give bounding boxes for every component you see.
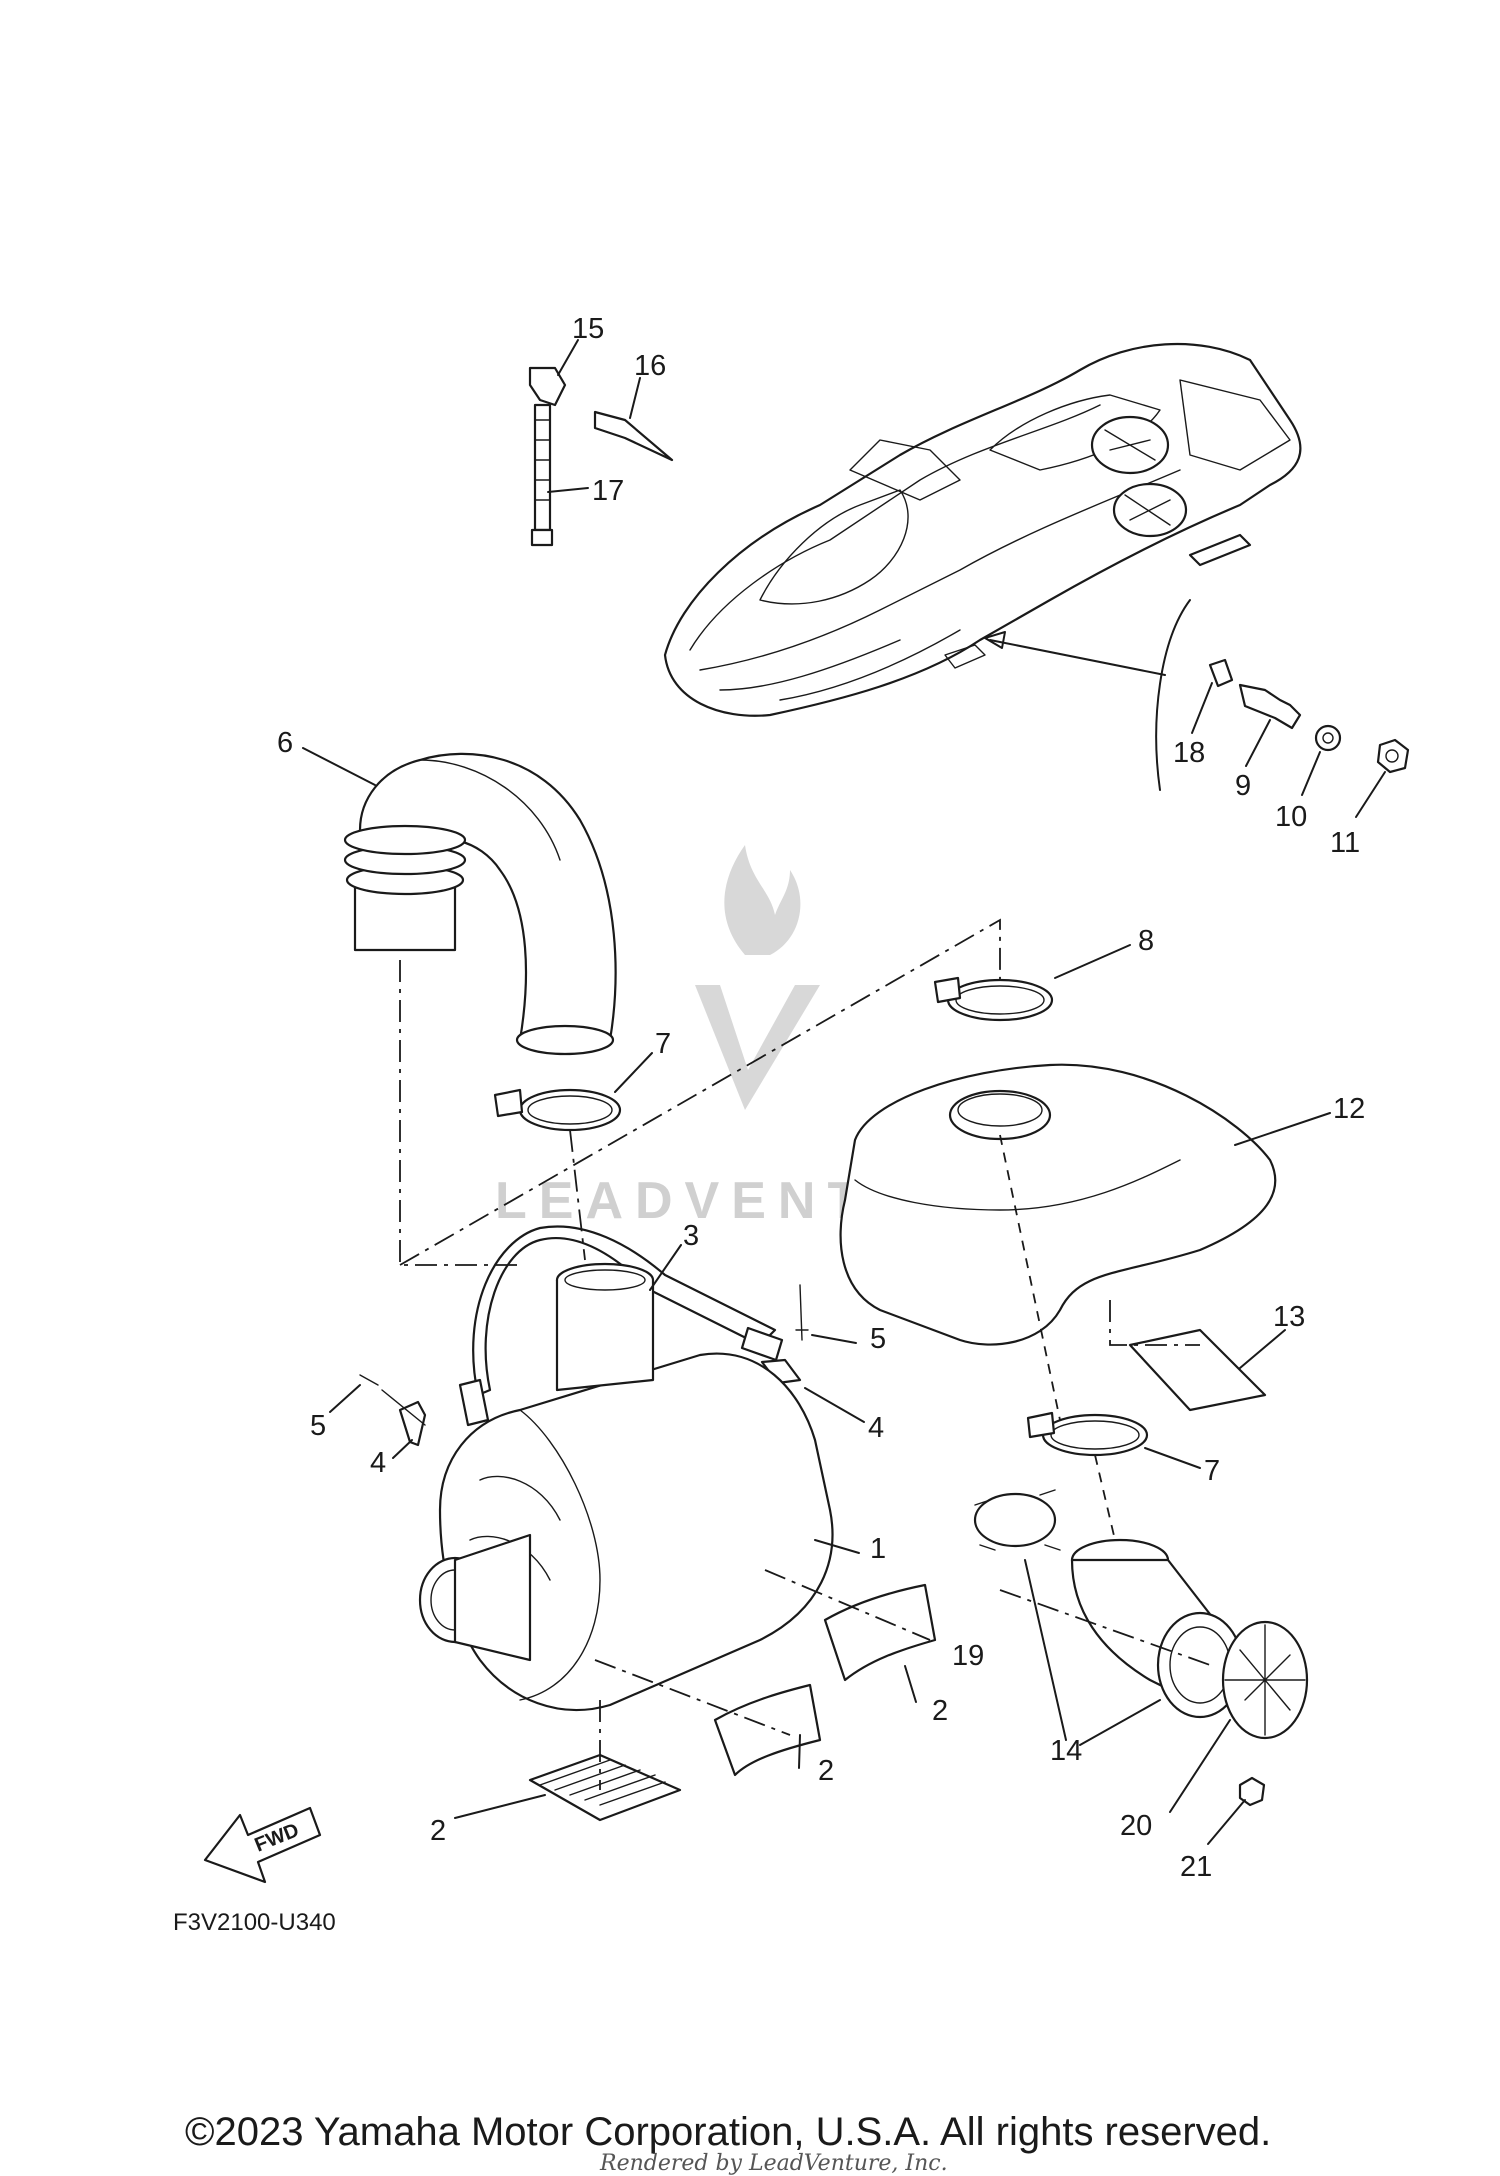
drain-plug-parts [1208, 658, 1410, 774]
callout-12: 12 [1333, 1093, 1365, 1125]
callout-10: 10 [1275, 801, 1307, 833]
diagram-code: F3V2100-U340 [173, 1909, 336, 1936]
leader-lines [302, 339, 1386, 1845]
heat-shields [528, 1583, 937, 1822]
callout-21: 21 [1180, 1851, 1212, 1883]
drain-plug-callout-arrow [984, 599, 1191, 791]
callout-4: 4 [868, 1412, 884, 1444]
foam-pad [1128, 1328, 1267, 1412]
watercraft-illustration [663, 342, 1302, 717]
callout-2: 2 [430, 1815, 446, 1847]
callout-2: 2 [818, 1755, 834, 1787]
callout-5: 5 [870, 1323, 886, 1355]
retaining-strap [458, 1225, 784, 1427]
callout-7: 7 [655, 1028, 671, 1060]
callout-8: 8 [1138, 925, 1154, 957]
hose-clamp-upper [493, 1088, 622, 1132]
callout-1: 1 [870, 1533, 886, 1565]
callout-14: 14 [1050, 1735, 1082, 1767]
hose-clamp-top [933, 976, 1054, 1022]
callout-9: 9 [1235, 770, 1251, 802]
cover-plate-and-nut [1221, 1620, 1309, 1807]
flange-elbow [973, 1489, 1244, 1719]
air-box-canister [418, 1262, 834, 1712]
fwd-arrow: FWD [203, 1806, 322, 1884]
callout-4: 4 [370, 1447, 386, 1479]
callout-19: 19 [952, 1640, 984, 1672]
intake-resonator-box [839, 1063, 1277, 1346]
callout-3: 3 [683, 1220, 699, 1252]
rendered-by-notice: Rendered by LeadVenture, Inc. [599, 2151, 948, 2176]
callout-6: 6 [277, 727, 293, 759]
callout-11: 11 [1330, 827, 1360, 859]
callout-20: 20 [1120, 1810, 1152, 1842]
callout-13: 13 [1273, 1301, 1305, 1333]
callout-7: 7 [1204, 1455, 1220, 1487]
assembly-lines [399, 918, 1211, 1790]
callout-15: 15 [572, 313, 604, 345]
intake-duct-elbow [343, 752, 617, 1056]
callout-5: 5 [310, 1410, 326, 1442]
callout-16: 16 [634, 350, 666, 382]
clip-and-tie-parts [528, 366, 674, 547]
callout-labels: 1 2 2 2 2 3 4 4 5 5 6 7 7 8 9 10 11 12 1… [277, 313, 1365, 1883]
callout-2: 2 [932, 1695, 948, 1727]
callout-18: 18 [1173, 737, 1205, 769]
copyright-notice: ©2023 Yamaha Motor Corporation, U.S.A. A… [185, 2110, 1271, 2154]
callout-17: 17 [592, 475, 624, 507]
hose-clamp-lower [1026, 1411, 1149, 1457]
